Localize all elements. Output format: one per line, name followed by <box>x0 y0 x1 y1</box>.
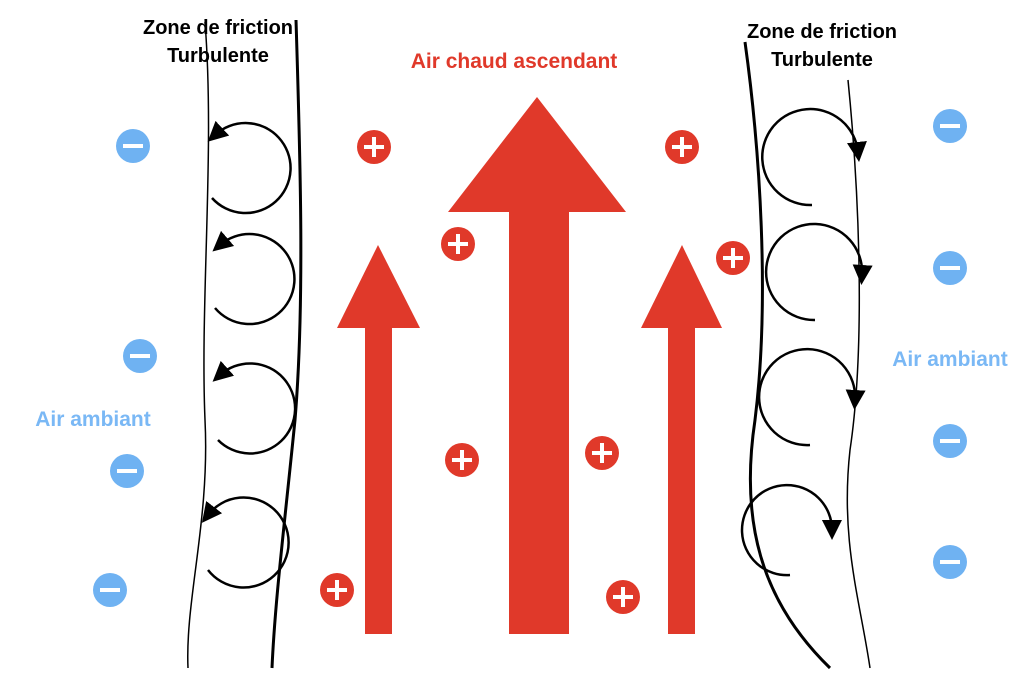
hot-air-arrows <box>337 97 722 634</box>
right-inner-boundary <box>743 41 832 670</box>
right-zone-subtitle: Turbulente <box>771 49 873 71</box>
minus-charges <box>93 109 967 607</box>
vortex-arrow-icon <box>757 347 866 447</box>
minus-icon <box>933 545 967 579</box>
vortex-arrow-icon <box>764 222 873 322</box>
right-up-arrow-icon <box>641 245 722 634</box>
left-vortices <box>201 120 297 589</box>
right-zone-label: Zone de friction Turbulente <box>747 18 897 74</box>
right-vortices <box>740 107 873 577</box>
left-zone-title: Zone de friction <box>143 17 293 39</box>
hot-air-label: Air chaud ascendant <box>410 50 618 73</box>
plus-icon <box>716 241 750 275</box>
left-zone-label: Zone de friction Turbulente <box>143 14 293 70</box>
minus-icon <box>933 424 967 458</box>
plus-icon <box>320 573 354 607</box>
vortex-arrow-icon <box>201 496 290 589</box>
minus-icon <box>110 454 144 488</box>
ambient-air-left-label: Air ambiant <box>35 408 151 431</box>
ambient-air-right-label: Air ambiant <box>892 348 1008 371</box>
minus-icon <box>93 573 127 607</box>
plus-icon <box>357 130 391 164</box>
vortex-arrow-icon <box>212 360 297 455</box>
vortex-arrow-icon <box>761 107 867 207</box>
minus-icon <box>933 109 967 143</box>
left-inner-boundary <box>187 21 210 669</box>
plus-icon <box>606 580 640 614</box>
vortex-arrow-icon <box>740 483 842 577</box>
vortex-arrow-icon <box>207 120 292 215</box>
minus-icon <box>116 129 150 163</box>
left-zone-subtitle: Turbulente <box>167 45 269 67</box>
plus-charges <box>320 130 750 614</box>
right-outer-boundary <box>846 79 871 669</box>
plus-icon <box>445 443 479 477</box>
left-outer-boundary <box>270 19 303 669</box>
left-up-arrow-icon <box>337 245 420 634</box>
main-up-arrow-icon <box>448 97 626 634</box>
plus-icon <box>585 436 619 470</box>
plus-icon <box>441 227 475 261</box>
right-zone-title: Zone de friction <box>747 21 897 43</box>
minus-icon <box>123 339 157 373</box>
plus-icon <box>665 130 699 164</box>
minus-icon <box>933 251 967 285</box>
vortex-arrow-icon <box>212 230 296 326</box>
